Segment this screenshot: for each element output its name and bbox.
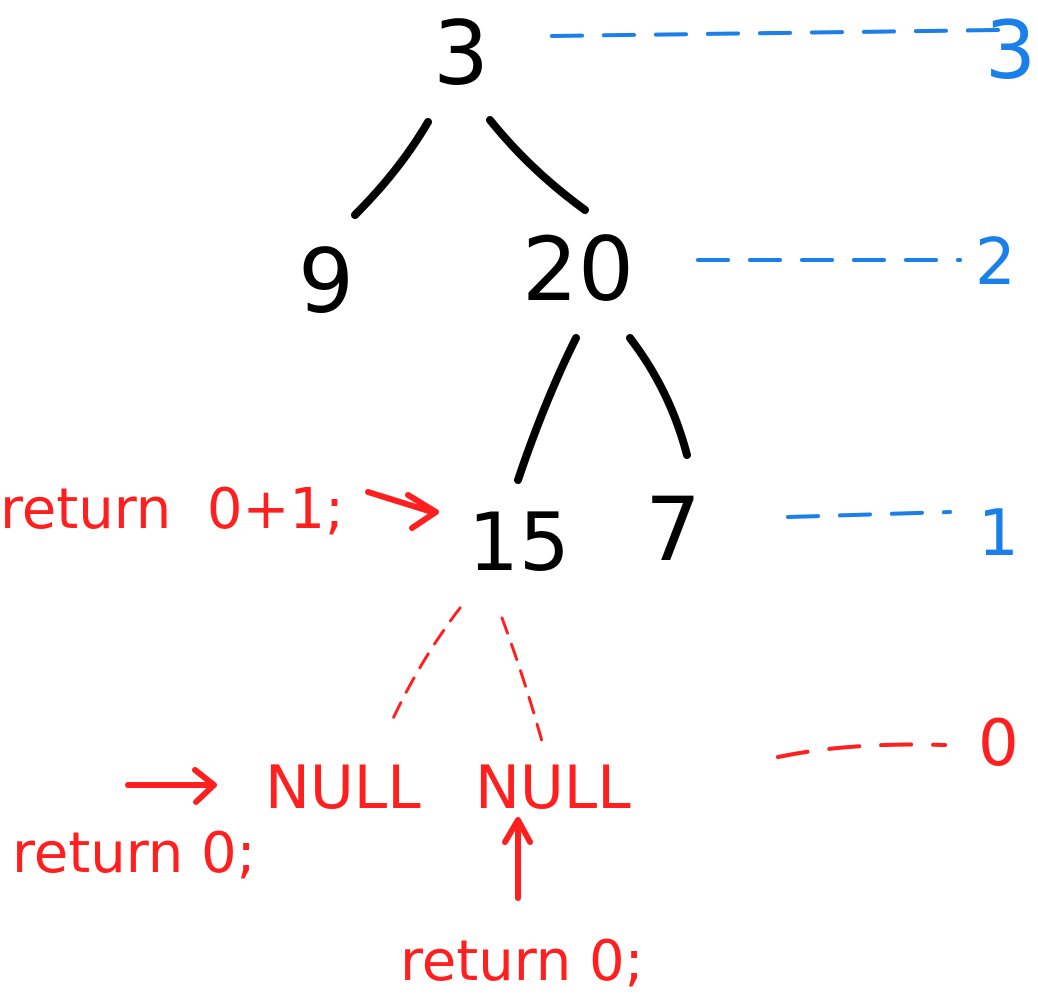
edge-3-to-9 (351, 118, 432, 219)
depth-value-1: 1 (978, 497, 1019, 571)
arrow-to-null-left (125, 767, 217, 805)
null-right-leaf: NULL (475, 753, 631, 823)
node-right-20: 20 (522, 218, 634, 321)
depth-value-2: 2 (975, 226, 1016, 300)
edge-20-to-15 (514, 334, 580, 484)
depth-line-3 (550, 28, 1002, 38)
annotation-return-zero-bottom: return 0; (400, 929, 644, 994)
depth-line-0 (776, 742, 947, 759)
arrow-to-node-15 (365, 489, 439, 531)
depth-value-0: 0 (978, 707, 1019, 781)
arrow-to-null-right (502, 817, 533, 901)
node-left-9: 9 (298, 230, 354, 333)
edge-15-to-null-left (388, 606, 462, 727)
annotation-return-one: return 0+1; (0, 477, 344, 542)
annotation-return-zero-left: return 0; (12, 821, 256, 886)
node-15: 15 (468, 496, 570, 589)
node-7: 7 (645, 478, 701, 581)
depth-value-3: 3 (985, 4, 1036, 97)
node-root: 3 (433, 2, 489, 105)
depth-line-1 (786, 510, 952, 519)
edge-20-to-7 (626, 334, 691, 459)
null-left-leaf: NULL (265, 753, 421, 823)
edge-3-to-20 (486, 116, 589, 214)
edge-15-to-null-right (500, 616, 545, 747)
